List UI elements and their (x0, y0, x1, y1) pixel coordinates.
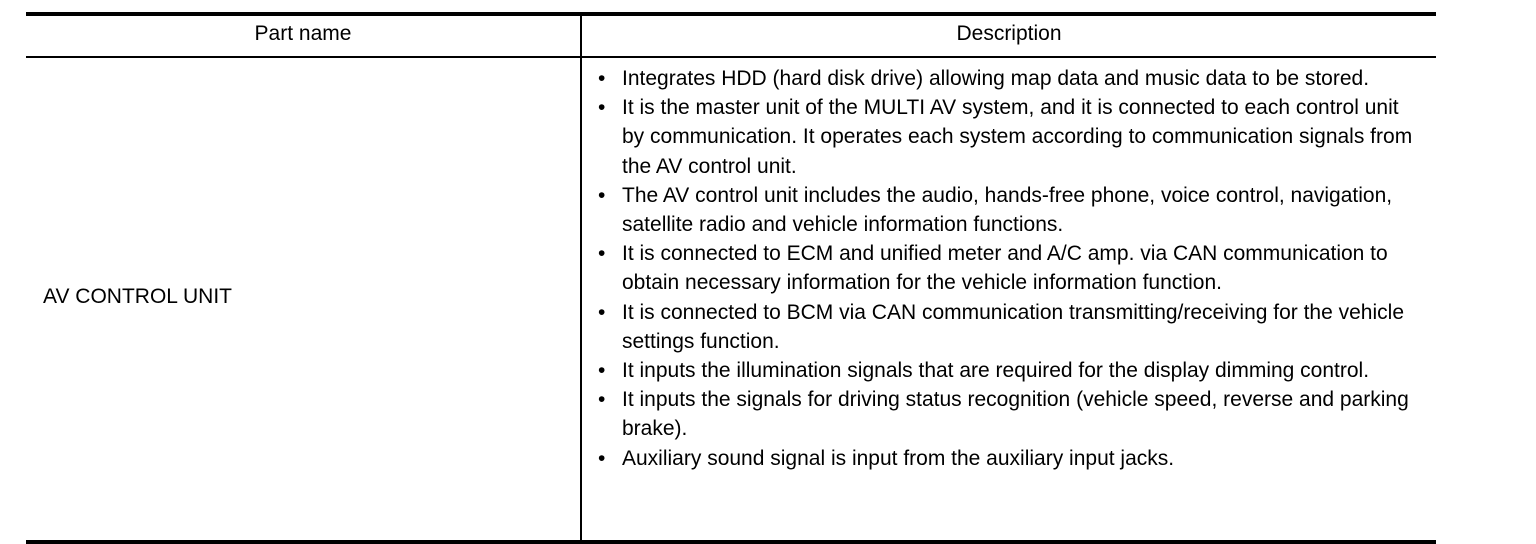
description-item: • The AV control unit includes the audio,… (596, 181, 1426, 239)
bullet-icon: • (598, 183, 606, 207)
table-row: AV CONTROL UNIT • Integrates HDD (hard di… (26, 58, 1436, 540)
description-text: The AV control unit includes the audio, … (622, 183, 1393, 237)
description-list: • Integrates HDD (hard disk drive) allowi… (596, 64, 1426, 473)
header-part-name: Part name (26, 16, 582, 56)
description-text: It inputs the illumination signals that … (622, 359, 1370, 383)
description-text: Integrates HDD (hard disk drive) allowin… (622, 67, 1370, 90)
bullet-icon: • (598, 96, 606, 120)
bullet-icon: • (598, 67, 606, 90)
bullet-icon: • (598, 446, 606, 470)
description-text: It is connected to BCM via CAN communica… (622, 300, 1404, 353)
bullet-icon: • (598, 359, 606, 383)
bullet-icon: • (598, 300, 606, 324)
header-description: Description (956, 22, 1062, 45)
description-item: • Auxiliary sound signal is input from th… (596, 444, 1426, 473)
description-item: • Integrates HDD (hard disk drive) allowi… (596, 64, 1426, 93)
description-item: • It is connected to BCM via CAN communic… (596, 298, 1426, 356)
description-text: It inputs the signals for driving status… (622, 388, 1409, 441)
part-name-cell: AV CONTROL UNIT (26, 58, 582, 540)
bullet-icon: • (598, 242, 606, 266)
description-item: • It is connected to ECM and unified mete… (596, 239, 1426, 297)
bullet-icon: • (598, 388, 606, 412)
parts-description-table: Part name Description AV CONTROL UNIT • I… (26, 12, 1436, 544)
description-item: • It inputs the signals for driving statu… (596, 385, 1426, 443)
description-text: It is connected to ECM and unified meter… (622, 242, 1388, 295)
description-item: • It inputs the illumination signals that… (596, 356, 1426, 385)
description-cell: • Integrates HDD (hard disk drive) allowi… (582, 58, 1436, 540)
description-text: Auxiliary sound signal is input from the… (622, 446, 1175, 470)
table-header-row: Part name Description (26, 16, 1436, 58)
description-item: • It is the master unit of the MULTI AV s… (596, 93, 1426, 181)
description-text: It is the master unit of the MULTI AV sy… (622, 96, 1413, 178)
